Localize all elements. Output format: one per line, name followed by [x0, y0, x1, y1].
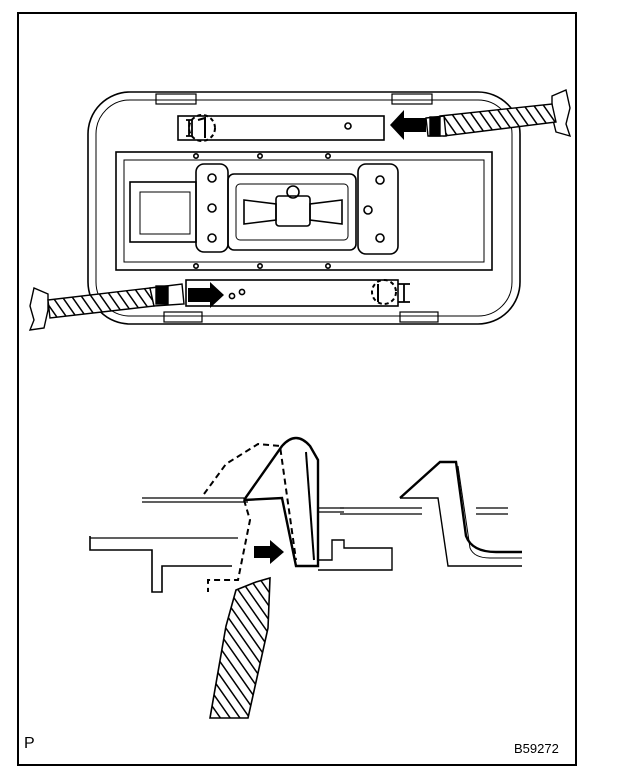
arrow-top-icon [390, 110, 426, 140]
clip-1-bottom [371, 279, 410, 305]
recess-panel [115, 151, 493, 271]
screwdriver-section [209, 576, 271, 719]
figure-code: B59272 [514, 741, 559, 756]
housing-inner [95, 99, 513, 317]
terminal-left [195, 163, 229, 253]
screwdriver-bottom-left [28, 283, 185, 331]
lens-strip-top [177, 115, 385, 141]
clip-1-top [186, 114, 216, 142]
corner-code: P [24, 735, 35, 752]
housing-outer [87, 91, 521, 325]
lens-strip-bottom [185, 279, 399, 307]
arrow-bottom-icon [188, 282, 224, 308]
screwdriver-top-right [425, 89, 572, 138]
festoon-bulb [243, 185, 343, 227]
arrow-section-icon [254, 540, 284, 564]
figure-frame [17, 12, 577, 766]
lamp-housing-top-view [87, 91, 521, 325]
section-view [89, 436, 522, 593]
terminal-right [357, 163, 399, 255]
